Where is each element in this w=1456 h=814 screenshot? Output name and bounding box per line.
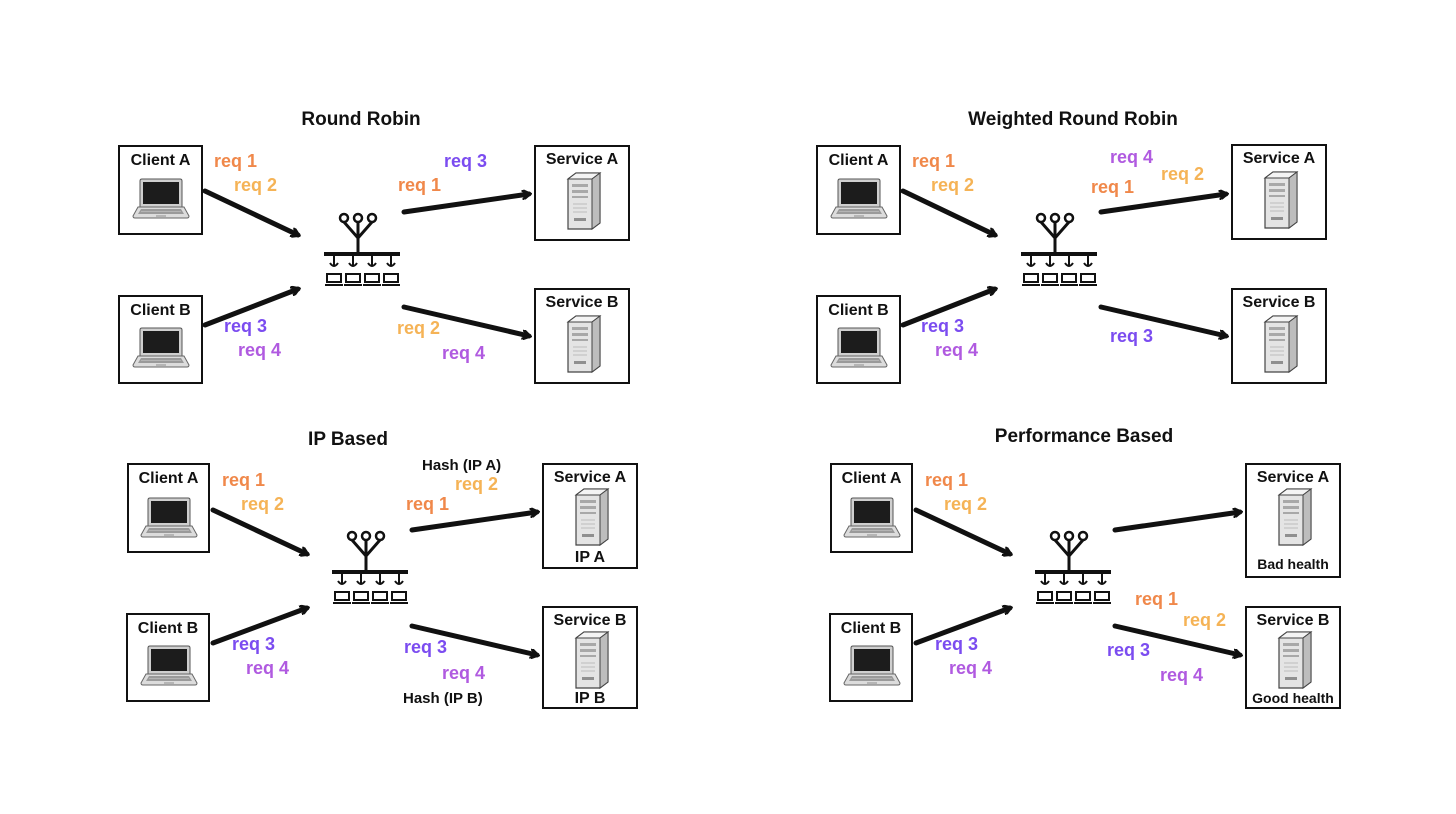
- req-4-label: req 4: [238, 340, 282, 360]
- client-a-box: Client A: [830, 463, 913, 553]
- service-b-box: Service B IP B: [542, 606, 638, 709]
- req-4-label: req 4: [949, 658, 993, 678]
- client-b-box: Client B: [816, 295, 901, 384]
- arrow-icon: [401, 194, 529, 215]
- req-2-label: req 2: [1183, 610, 1227, 630]
- arrow-icon: [1098, 194, 1226, 215]
- req-1-label: req 1: [1135, 589, 1179, 609]
- service-a-label: Service A: [553, 469, 627, 486]
- req-3-label: req 3: [404, 637, 448, 657]
- req-1-label: req 1: [912, 151, 956, 171]
- arrow-icon: [1112, 623, 1240, 655]
- client-a-label: Client A: [828, 152, 889, 169]
- req-3-label: req 3: [1107, 640, 1151, 660]
- service-b-box: Service B: [534, 288, 630, 384]
- service-a-label: Service A: [1242, 150, 1316, 167]
- title-ip-based: IP Based: [308, 429, 388, 450]
- ip-b-label: IP B: [574, 690, 606, 707]
- client-a-label: Client A: [841, 470, 902, 487]
- service-a-label: Service A: [545, 151, 619, 168]
- service-b-label: Service B: [1256, 612, 1330, 629]
- title-round-robin: Round Robin: [301, 109, 421, 130]
- req-1-label: req 1: [222, 470, 266, 490]
- client-b-label: Client B: [828, 302, 889, 319]
- service-a-box: Service A: [1231, 144, 1327, 240]
- client-b-box: Client B: [829, 613, 913, 702]
- arrow-icon: [900, 188, 995, 235]
- service-b-label: Service B: [1242, 294, 1316, 311]
- req-1-label: req 1: [406, 494, 450, 514]
- req-2-label: req 2: [241, 494, 285, 514]
- req-1-label: req 1: [214, 151, 258, 171]
- service-a-box: Service A IP A: [542, 463, 638, 569]
- client-a-label: Client A: [130, 152, 191, 169]
- title-weighted-round-robin: Weighted Round Robin: [968, 109, 1178, 130]
- req-2-label: req 2: [944, 494, 988, 514]
- req-4-label: req 4: [1160, 665, 1204, 685]
- req-4-label: req 4: [1110, 147, 1154, 167]
- arrow-icon: [1098, 304, 1226, 336]
- good-health-label: Good health: [1252, 690, 1334, 706]
- req-1-label: req 1: [1091, 177, 1135, 197]
- req-2-label: req 2: [455, 474, 499, 494]
- req-3-label: req 3: [224, 316, 268, 336]
- req-2-label: req 2: [1161, 164, 1205, 184]
- service-b-label: Service B: [553, 612, 627, 629]
- req-4-label: req 4: [442, 343, 486, 363]
- service-b-box: Service B Good health: [1245, 606, 1341, 709]
- req-3-label: req 3: [232, 634, 276, 654]
- client-a-label: Client A: [138, 470, 199, 487]
- bad-health-label: Bad health: [1257, 556, 1329, 572]
- load-balancer-icon: [1033, 530, 1113, 605]
- arrow-icon: [401, 304, 529, 336]
- req-4-label: req 4: [935, 340, 979, 360]
- arrow-icon: [913, 507, 1010, 554]
- arrow-icon: [202, 289, 298, 328]
- req-2-label: req 2: [397, 318, 441, 338]
- ip-a-label: IP A: [574, 549, 606, 566]
- arrow-icon: [1112, 512, 1240, 533]
- arrow-icon: [900, 289, 995, 328]
- client-b-label: Client B: [137, 620, 199, 637]
- service-a-box: Service A Bad health: [1245, 463, 1341, 578]
- req-3-label: req 3: [921, 316, 965, 336]
- service-b-label: Service B: [545, 294, 619, 311]
- client-a-box: Client A: [816, 145, 901, 235]
- arrow-icon: [409, 512, 537, 533]
- req-3-label: req 3: [1110, 326, 1154, 346]
- client-b-label: Client B: [130, 302, 191, 319]
- req-2-label: req 2: [931, 175, 975, 195]
- load-balancer-icon: [1019, 212, 1099, 287]
- req-3-label: req 3: [444, 151, 488, 171]
- arrow-icon: [210, 507, 307, 554]
- load-balancer-icon: [330, 530, 410, 605]
- arrow-icon: [202, 188, 298, 235]
- hash-ip-b-label: Hash (IP B): [403, 690, 483, 707]
- req-4-label: req 4: [442, 663, 486, 683]
- req-2-label: req 2: [234, 175, 278, 195]
- req-1-label: req 1: [398, 175, 442, 195]
- arrow-icon: [409, 623, 537, 655]
- load-balancer-icon: [322, 212, 402, 287]
- client-a-box: Client A: [127, 463, 210, 553]
- arrow-icon: [913, 608, 1010, 646]
- client-b-label: Client B: [840, 620, 902, 637]
- req-4-label: req 4: [246, 658, 290, 678]
- client-b-box: Client B: [126, 613, 210, 702]
- client-a-box: Client A: [118, 145, 203, 235]
- arrow-icon: [210, 608, 307, 646]
- service-a-box: Service A: [534, 145, 630, 241]
- service-a-label: Service A: [1256, 469, 1330, 486]
- service-b-box: Service B: [1231, 288, 1327, 384]
- req-1-label: req 1: [925, 470, 969, 490]
- hash-ip-a-label: Hash (IP A): [422, 457, 502, 474]
- req-3-label: req 3: [935, 634, 979, 654]
- client-b-box: Client B: [118, 295, 203, 384]
- title-performance-based: Performance Based: [994, 426, 1174, 447]
